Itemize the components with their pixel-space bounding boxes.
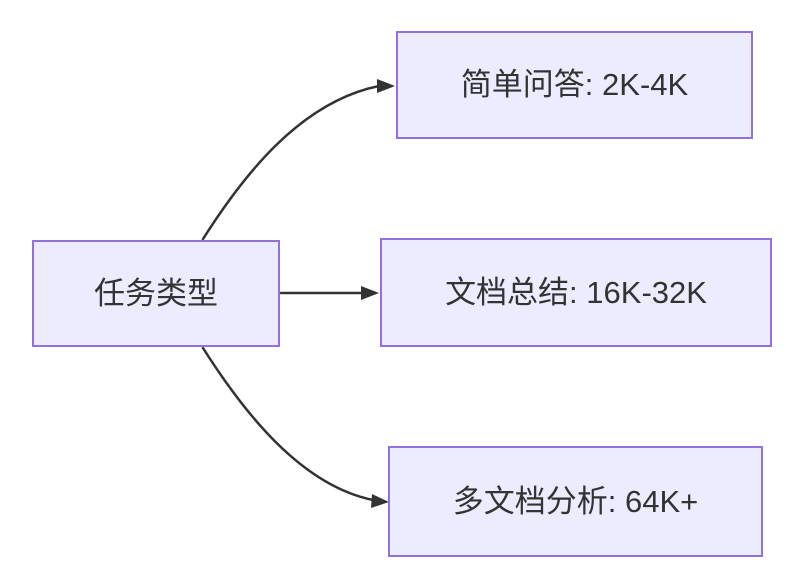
node-simple-qa-label: 简单问答: 2K-4K [460, 67, 689, 103]
edge-root-to-branch2 [279, 286, 379, 300]
node-simple-qa: 简单问答: 2K-4K [396, 31, 753, 139]
arrowhead-icon [371, 494, 389, 508]
node-doc-summary: 文档总结: 16K-32K [380, 238, 772, 347]
edge-root-to-branch3 [201, 346, 389, 508]
arrowhead-icon [361, 286, 379, 300]
node-task-type-label: 任务类型 [94, 275, 218, 311]
node-doc-summary-label: 文档总结: 16K-32K [445, 274, 707, 310]
edge-line [201, 346, 375, 502]
node-multi-doc-analysis-label: 多文档分析: 64K+ [452, 483, 699, 519]
node-task-type: 任务类型 [32, 240, 280, 347]
edge-line [201, 84, 381, 241]
edge-root-to-branch1 [201, 79, 395, 241]
arrowhead-icon [377, 79, 395, 93]
node-multi-doc-analysis: 多文档分析: 64K+ [388, 446, 763, 557]
